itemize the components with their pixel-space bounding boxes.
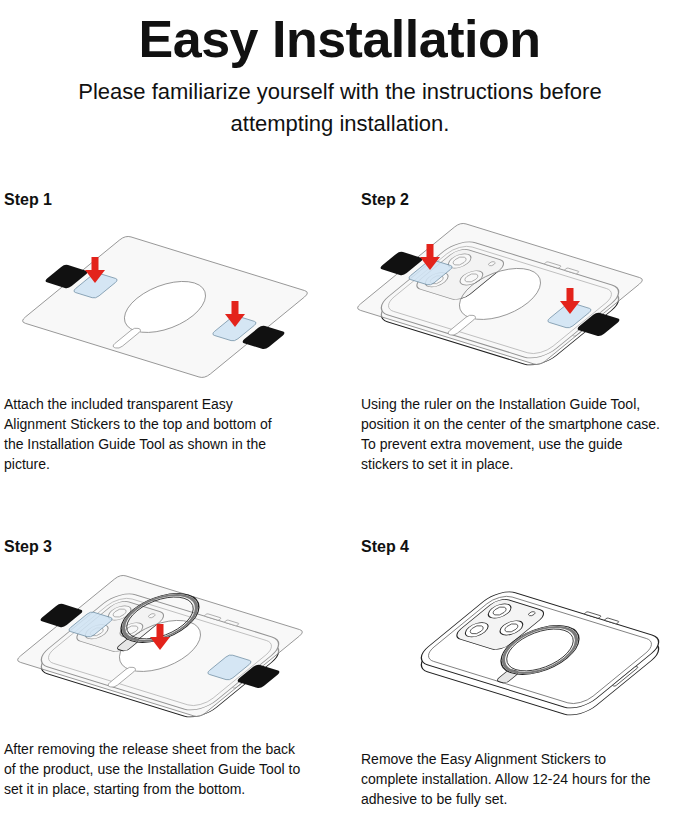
step-text: Remove the Easy Alignment Stickers to co… (361, 749, 666, 809)
step-text: Using the ruler on the Installation Guid… (361, 394, 673, 474)
subtitle: Please familiarize yourself with the ins… (70, 76, 610, 140)
step-heading: Step 2 (361, 190, 561, 210)
step-text: After removing the release sheet from th… (4, 739, 309, 799)
step-heading: Step 1 (4, 190, 204, 210)
step-text: Attach the included transparent Easy Ali… (4, 394, 276, 474)
step-heading: Step 3 (4, 537, 204, 557)
page-title: Easy Installation (0, 8, 679, 70)
step-heading: Step 4 (361, 537, 561, 557)
